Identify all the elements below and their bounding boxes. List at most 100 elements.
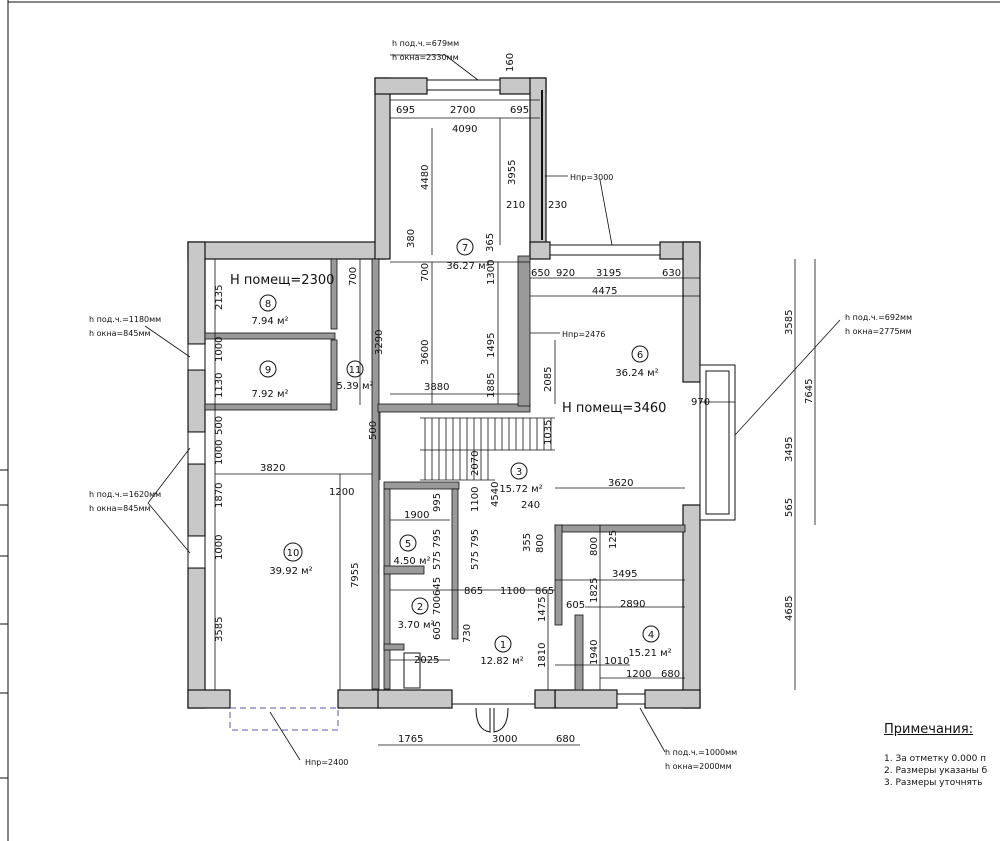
dimension-label: 7645 [804,379,815,404]
room-11-number: 11 [349,365,362,376]
dimension-label: 2085 [543,367,554,392]
room-1: 1 12.82 м² [480,635,524,667]
dimension-label: 700 [348,267,359,286]
room-6: 6 36.24 м² [615,345,659,379]
dimension-label: 1940 [589,640,600,665]
callout-left-lower-sill: h под.ч.=1620мм [89,490,161,499]
room-3-number: 3 [516,467,522,478]
dimension-label: 365 [485,233,496,252]
dimension-label: 730 [462,624,473,643]
room-7-area: 36.27 м² [446,261,489,272]
dimension-label: 3290 [374,330,385,355]
callouts: h под.ч.=679мм h окна=2330мм h под.ч.=11… [89,39,912,771]
dimension-label: 920 [556,268,575,279]
dimension-label: 210 [506,200,525,211]
room-11-area: 5.39 м² [337,381,374,392]
windows [187,79,736,705]
room-6-number: 6 [637,350,643,361]
dimension-label: 1000 [214,440,225,465]
dimension-label: 4540 [490,482,501,507]
entrance-door [452,703,535,733]
dimension-label: 1000 [214,535,225,560]
dimension-label: 795 [432,529,443,548]
dimension-label: 995 [432,493,443,512]
dimension-label: 605 [432,621,443,640]
dimension-label: 500 [368,421,379,440]
room-8: 8 7.94 м² [252,294,289,327]
notes-list: 1. За отметку 0.000 п 2. Размеры указаны… [884,753,1000,789]
callout-top-sill: h под.ч.=679мм [392,39,459,48]
dimension-label: 630 [662,268,681,279]
dimension-label: 1200 [626,669,651,680]
dimension-label: 4480 [420,165,431,190]
room-3-area: 15.72 м² [499,484,542,495]
room-9-area: 7.92 м² [252,389,289,400]
dimension-label: 3600 [420,340,431,365]
callout-door-bottom: Hпр=2400 [305,758,348,767]
dimension-label: 1300 [486,260,497,285]
dimension-label: 1130 [214,373,225,398]
small-stair [403,652,421,689]
dimension-label: 3585 [784,310,795,335]
room-2-area: 3.70 м² [398,620,435,631]
callout-right-sill: h под.ч.=692мм [845,313,912,322]
room-10-area: 39.92 м² [269,566,312,577]
room-6-area: 36.24 м² [615,368,658,379]
dimension-label: 865 [464,586,483,597]
dimension-label: 500 [214,416,225,435]
callout-bottom-window: h окна=2000мм [665,762,732,771]
room-5: 5 4.50 м² [394,534,431,567]
callout-left-lower-window: h окна=845мм [89,504,151,513]
dimension-label: 1010 [604,656,629,667]
room-2: 2 3.70 м² [398,597,435,631]
interior-walls [204,255,686,691]
room-7-number: 7 [462,243,468,254]
dimension-label: 3880 [424,382,449,393]
room-5-number: 5 [405,539,411,550]
dimension-label: 1100 [500,586,525,597]
room-3: 3 15.72 м² [499,462,543,495]
dimension-label: 695 [396,105,415,116]
dimension-label: 4685 [784,596,795,621]
room-labels: 1 12.82 м² 2 3.70 м² 3 15.72 м² 4 15.21 … [252,238,672,667]
callout-top-window: h окна=2330мм [392,53,459,62]
dimension-label: 2135 [214,285,225,310]
dimension-label: 795 [470,529,481,548]
dimension-label: 3585 [214,617,225,642]
room-4-number: 4 [648,630,654,641]
room-2-number: 2 [417,602,423,613]
callout-left-upper-sill: h под.ч.=1180мм [89,315,161,324]
dimension-label: 800 [535,534,546,553]
dimension-label: 1475 [537,597,548,622]
dimension-label: 160 [505,53,516,72]
dimension-label: 380 [406,229,417,248]
dimension-label: 1495 [486,333,497,358]
callout-left-upper-window: h окна=845мм [89,329,151,338]
dimension-label: 355 [522,533,533,552]
dimension-label: 680 [556,734,575,745]
dimension-label: 1870 [214,483,225,508]
dimension-label: 2070 [470,451,481,476]
room-4: 4 15.21 м² [628,625,672,659]
dimension-label: 970 [691,397,710,408]
dimension-label: 3495 [784,437,795,462]
dimension-label: 230 [548,200,567,211]
dimension-label: 565 [784,498,795,517]
dimension-texts: 695 2700 695 4090 160 4480 3955 210 230 … [214,53,815,745]
dimension-label: 1035 [543,420,554,445]
dimension-label: 695 [510,105,529,116]
note-item: 3. Размеры уточнять [884,778,983,788]
dimension-label: 3955 [507,160,518,185]
notes-title: Примечания: [884,722,974,737]
dimension-label: 700 [432,596,443,615]
dimension-label: 865 [535,586,554,597]
dimension-lines [214,99,816,746]
dimension-label: 645 [432,577,443,596]
dimension-label: 4090 [452,124,477,135]
dimension-label: 2700 [450,105,475,116]
callout-right-window: h окна=2775мм [845,327,912,336]
dimension-label: 1810 [537,643,548,668]
room-11: 11 5.39 м² [337,360,374,392]
staircase [420,417,555,481]
